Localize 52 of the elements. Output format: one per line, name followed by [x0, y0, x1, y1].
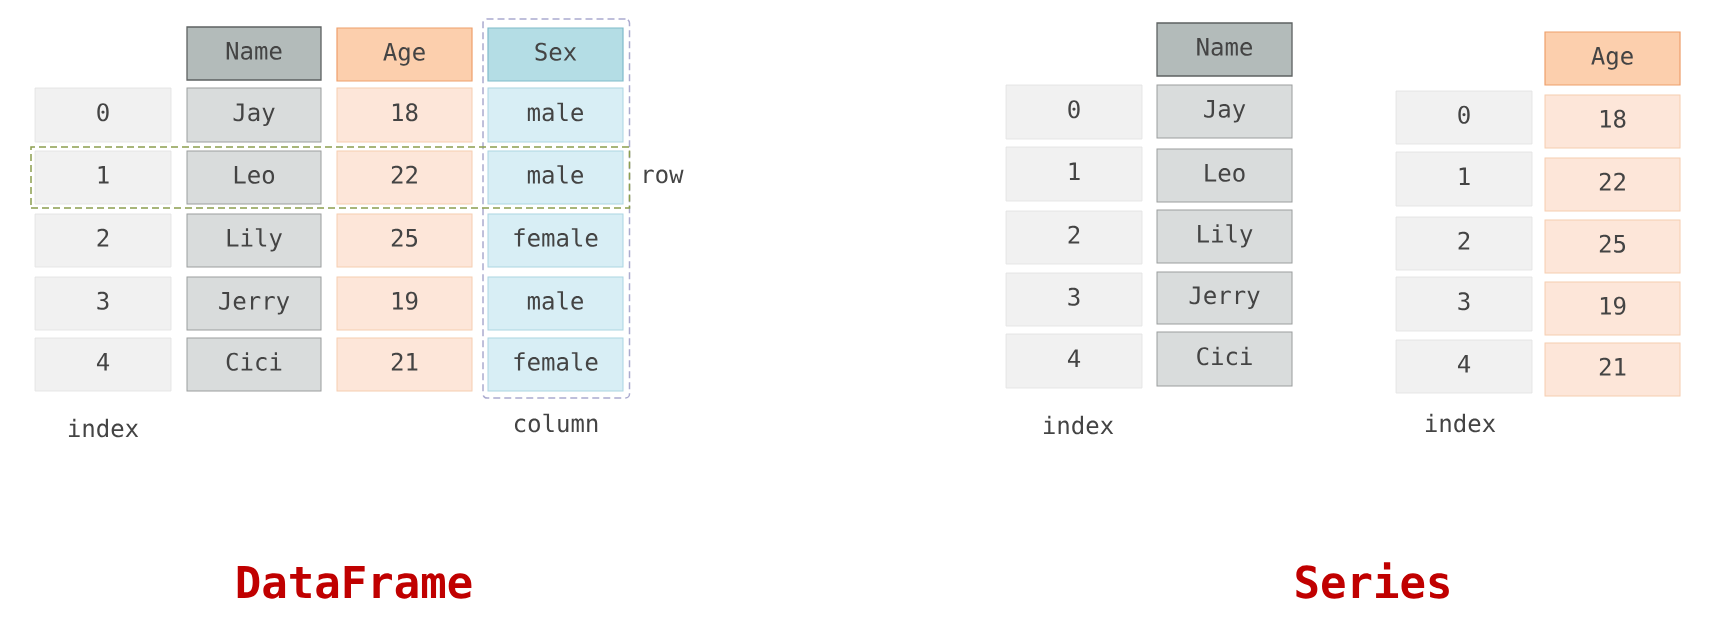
column-header: Age [1544, 31, 1681, 86]
table-cell: 21 [336, 337, 473, 392]
table-cell: male [487, 276, 624, 331]
index-cell: 1 [1395, 151, 1533, 207]
table-cell: 25 [336, 213, 473, 268]
index-cell: 0 [34, 87, 172, 143]
index-cell: 2 [34, 213, 172, 268]
table-cell: male [487, 87, 624, 143]
table-cell: Jerry [1156, 271, 1293, 325]
table-cell: female [487, 213, 624, 268]
table-cell: 19 [1544, 281, 1681, 336]
table-cell: Cici [1156, 331, 1293, 387]
table-cell: 19 [336, 276, 473, 331]
index-cell: 3 [1005, 272, 1143, 327]
index-cell: 2 [1005, 210, 1143, 265]
column-header: Name [1156, 22, 1293, 77]
table-cell: Leo [186, 150, 322, 205]
heading: Series [1296, 562, 1449, 599]
index-cell: 0 [1005, 84, 1143, 140]
index-cell: 1 [34, 150, 172, 205]
index-cell: 3 [34, 276, 172, 331]
caption: index [1043, 415, 1114, 435]
table-cell: Leo [1156, 148, 1293, 203]
caption: index [1426, 413, 1496, 433]
table-cell: Jay [1156, 84, 1293, 139]
index-cell: 4 [34, 337, 172, 392]
table-cell: Lily [1156, 209, 1293, 264]
frame-label: column [514, 413, 598, 433]
table-cell: female [487, 337, 624, 392]
table-cell: 22 [336, 150, 473, 205]
table-cell: 18 [336, 87, 473, 143]
table-cell: Lily [186, 213, 322, 268]
index-cell: 3 [1395, 276, 1533, 332]
index-cell: 1 [1005, 146, 1143, 202]
caption: index [68, 418, 139, 438]
frame-label: row [644, 169, 684, 184]
table-cell: 18 [1544, 94, 1681, 149]
index-cell: 0 [1395, 90, 1533, 145]
index-cell: 4 [1395, 339, 1533, 394]
table-cell: 21 [1544, 342, 1681, 397]
table-cell: male [487, 150, 624, 205]
column-header: Sex [487, 27, 624, 82]
column-header: Name [186, 26, 322, 81]
table-cell: 22 [1544, 157, 1681, 212]
table-cell: Cici [186, 337, 322, 392]
index-cell: 2 [1395, 216, 1533, 271]
heading: DataFrame [237, 565, 472, 599]
column-header: Age [336, 27, 473, 82]
index-cell: 4 [1005, 333, 1143, 389]
table-cell: Jerry [186, 276, 322, 331]
table-cell: 25 [1544, 219, 1681, 274]
table-cell: Jay [186, 87, 322, 143]
